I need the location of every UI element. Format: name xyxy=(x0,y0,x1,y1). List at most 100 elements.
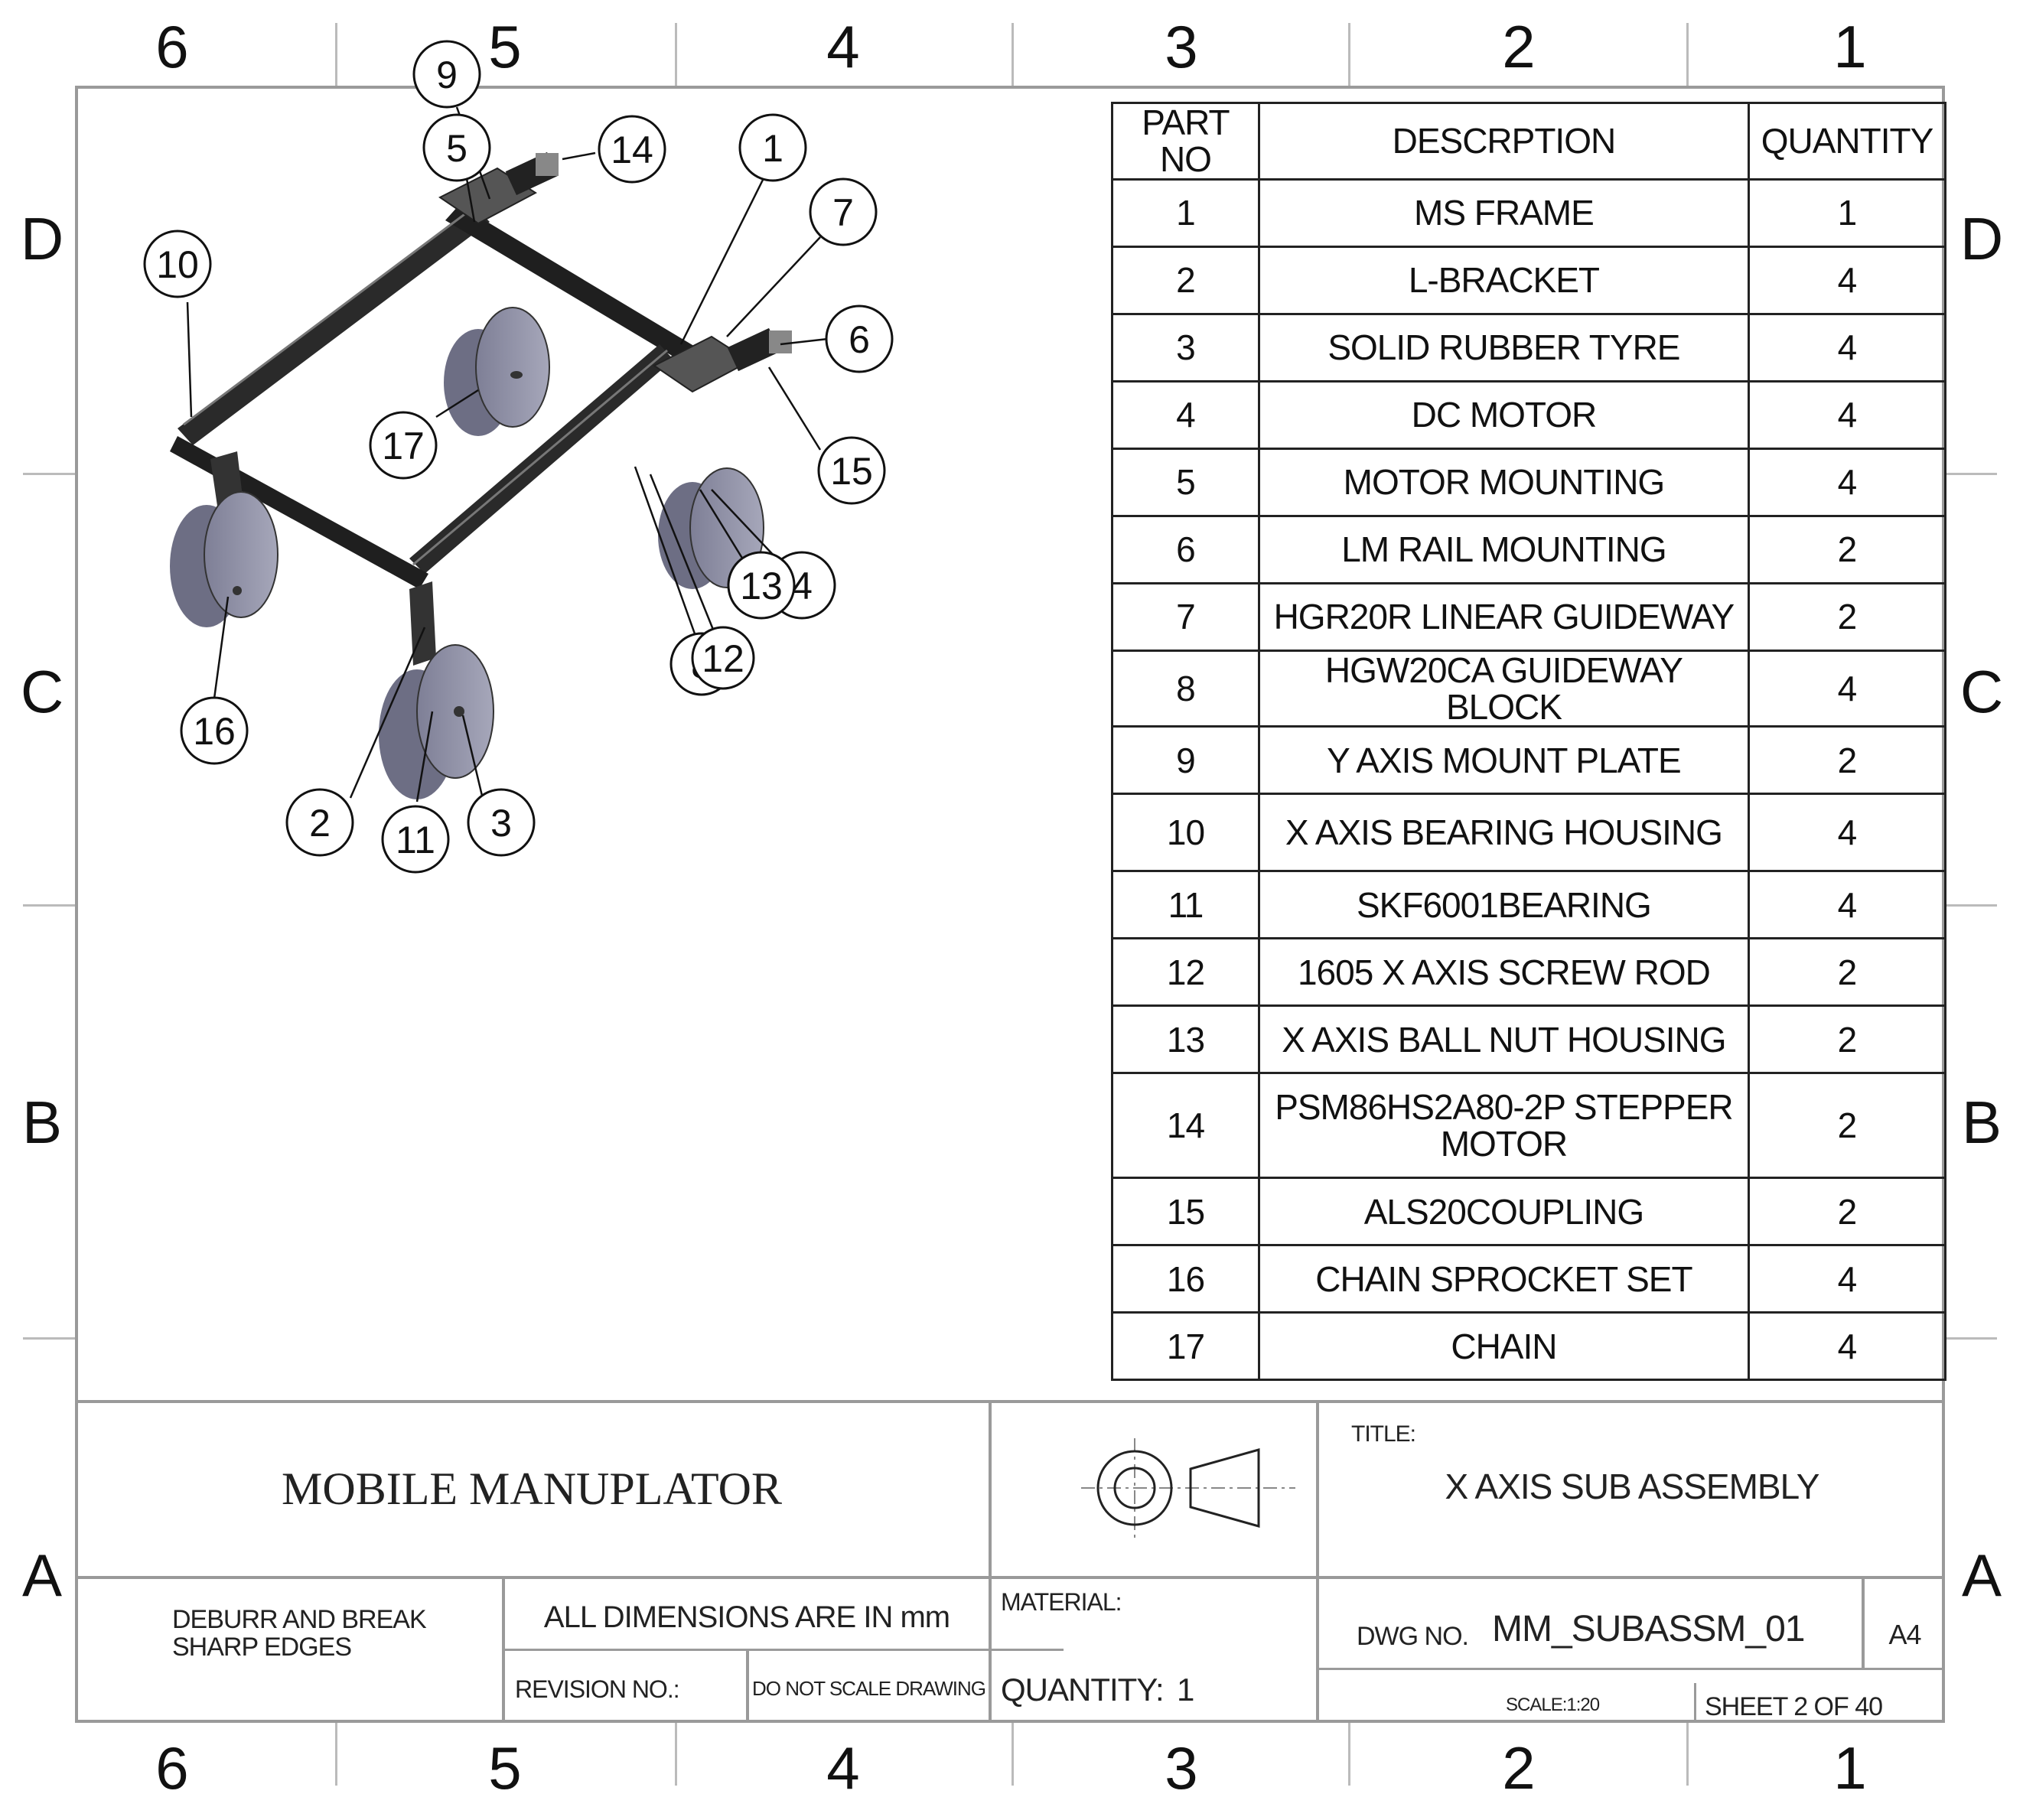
balloon-5: 5 xyxy=(422,113,491,182)
bom-part-no: 16 xyxy=(1111,1244,1260,1314)
bom-quantity: 4 xyxy=(1747,870,1947,940)
balloon-15: 15 xyxy=(817,436,886,505)
svg-text:12: 12 xyxy=(702,637,744,680)
title-block-divider xyxy=(503,1649,1064,1651)
balloon-12: 12 xyxy=(691,626,755,690)
svg-text:13: 13 xyxy=(740,565,783,607)
svg-text:2: 2 xyxy=(309,802,331,845)
bom-quantity: 4 xyxy=(1747,312,1947,383)
svg-text:1: 1 xyxy=(762,127,783,170)
bom-quantity: 4 xyxy=(1747,793,1947,873)
leader-lines xyxy=(186,106,829,803)
revision-label: REVISION NO.: xyxy=(515,1675,680,1703)
bom-quantity: 2 xyxy=(1747,581,1947,652)
title-block: MOBILE MANUPLATOR TITLE: X AXIS SUB ASSE… xyxy=(75,1400,1945,1723)
bom-part-no: 10 xyxy=(1111,793,1260,873)
ms-frame xyxy=(170,205,704,589)
balloon-14: 14 xyxy=(598,115,666,184)
wheel-left xyxy=(170,491,279,627)
zone-row-a-right: A xyxy=(1961,1542,2002,1609)
balloon-9: 9 xyxy=(412,40,481,109)
bom-description: ALS20COUPLING xyxy=(1257,1177,1750,1247)
bom-part-no: 17 xyxy=(1111,1311,1260,1382)
projection-symbol-icon xyxy=(1081,1438,1295,1538)
svg-text:14: 14 xyxy=(611,129,653,171)
title-block-divider xyxy=(746,1649,749,1723)
bom-header-row: PART NO DESCRPTION QUANTITY xyxy=(1111,102,1947,181)
svg-text:10: 10 xyxy=(156,243,199,286)
bom-part-no: 7 xyxy=(1111,581,1260,652)
balloon-2: 2 xyxy=(285,788,354,857)
zone-tick xyxy=(1686,1723,1689,1786)
bom-part-no: 11 xyxy=(1111,870,1260,940)
title-block-divider xyxy=(1694,1683,1696,1723)
zone-row-b-left: B xyxy=(21,1089,63,1156)
balloon-17: 17 xyxy=(369,411,438,480)
zone-row-d-left: D xyxy=(20,205,64,272)
bom-part-no: 13 xyxy=(1111,1004,1260,1075)
bom-quantity: 1 xyxy=(1747,177,1947,248)
zone-col-6-bottom: 6 xyxy=(155,1734,189,1802)
bom-part-no: 9 xyxy=(1111,725,1260,796)
title-block-divider xyxy=(502,1576,505,1723)
zone-tick xyxy=(1686,23,1689,86)
wheel-back xyxy=(444,307,550,436)
bom-description: Y AXIS MOUNT PLATE xyxy=(1257,725,1750,796)
bom-description: CHAIN SPROCKET SET xyxy=(1257,1244,1750,1314)
title-block-divider xyxy=(1316,1668,1945,1670)
zone-col-5-bottom: 5 xyxy=(488,1734,522,1802)
bom-part-no: 5 xyxy=(1111,447,1260,517)
l-bracket xyxy=(409,581,436,666)
zone-tick xyxy=(23,904,75,907)
material-label: MATERIAL: xyxy=(1001,1588,1122,1616)
zone-tick xyxy=(675,23,677,86)
zone-tick xyxy=(335,23,337,86)
title-block-divider xyxy=(1316,1400,1319,1723)
balloon-3: 3 xyxy=(467,788,536,857)
bom-description: X AXIS BALL NUT HOUSING xyxy=(1257,1004,1750,1075)
zone-col-3-bottom: 3 xyxy=(1165,1734,1198,1802)
bom-part-no: 4 xyxy=(1111,379,1260,450)
bom-part-no: 1 xyxy=(1111,177,1260,248)
zone-tick xyxy=(1945,473,1997,475)
bom-description: 1605 X AXIS SCREW ROD xyxy=(1257,937,1750,1008)
bom-description: SOLID RUBBER TYRE xyxy=(1257,312,1750,383)
bom-part-no: 8 xyxy=(1111,649,1260,728)
zone-col-6-top: 6 xyxy=(155,13,189,80)
bom-description: HGW20CA GUIDEWAY BLOCK xyxy=(1257,649,1750,728)
zone-row-a-left: A xyxy=(21,1542,63,1609)
balloon-callouts: 1 2 3 4 5 6 7 8 9 10 11 12 13 14 15 16 1… xyxy=(143,40,894,874)
zone-tick xyxy=(1945,1337,1997,1340)
scale-value: SCALE:1:20 xyxy=(1506,1695,1600,1715)
quantity-label: QUANTITY: xyxy=(1001,1672,1165,1708)
zone-col-5-top: 5 xyxy=(488,13,522,80)
zone-tick xyxy=(1348,1723,1350,1786)
svg-text:15: 15 xyxy=(830,450,873,493)
zone-col-1-bottom: 1 xyxy=(1833,1734,1867,1802)
bom-quantity: 4 xyxy=(1747,447,1947,517)
zone-row-b-right: B xyxy=(1961,1089,2002,1156)
bom-quantity: 4 xyxy=(1747,1244,1947,1314)
sheet-number: SHEET 2 OF 40 xyxy=(1705,1692,1883,1721)
dimensions-note: ALL DIMENSIONS ARE IN mm xyxy=(543,1600,950,1634)
zone-col-1-top: 1 xyxy=(1833,13,1867,80)
svg-text:11: 11 xyxy=(396,819,435,861)
balloon-7: 7 xyxy=(809,177,878,246)
bom-part-no: 6 xyxy=(1111,514,1260,584)
balloon-10: 10 xyxy=(143,230,212,298)
bom-quantity: 2 xyxy=(1747,1072,1947,1180)
svg-text:6: 6 xyxy=(849,318,870,361)
deburr-note-line2: SHARP EDGES xyxy=(172,1633,352,1662)
drawing-title: X AXIS SUB ASSEMBLY xyxy=(1445,1467,1820,1506)
sheet-size: A4 xyxy=(1888,1619,1921,1650)
